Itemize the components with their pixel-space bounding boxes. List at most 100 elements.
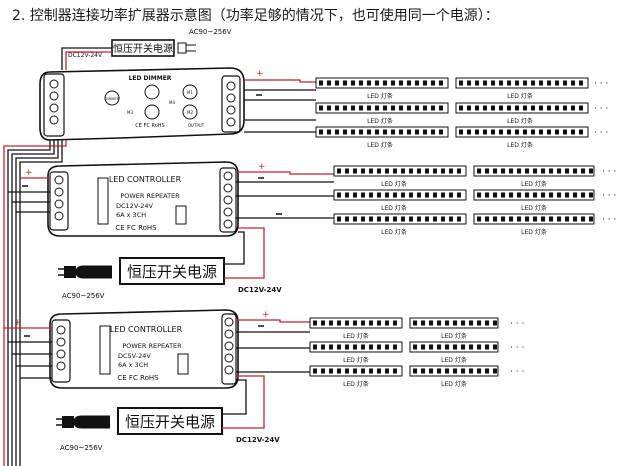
led-chip	[589, 192, 593, 198]
led-chip	[361, 168, 365, 174]
led-chip	[493, 216, 497, 222]
led-chip	[565, 192, 569, 198]
dimmer-name: LED DIMMER	[129, 75, 172, 82]
led-chip	[491, 80, 495, 86]
led-chip	[383, 105, 387, 111]
svg-text:+: +	[25, 168, 33, 178]
strip-label: LED 灯条	[343, 332, 369, 340]
led-chip	[547, 80, 551, 86]
led-chip	[335, 105, 339, 111]
led-chip	[573, 216, 577, 222]
led-chip	[353, 368, 357, 374]
led-chip	[369, 320, 373, 326]
led-chip	[539, 80, 543, 86]
led-chip	[555, 80, 559, 86]
led-chip	[485, 168, 489, 174]
led-chip	[377, 216, 381, 222]
led-dimmer: LED DIMMER DIMMER M1 M2 M3 M4 CE FC RoHS…	[39, 67, 245, 141]
led-chip	[425, 216, 429, 222]
led-chip	[467, 105, 471, 111]
led-chip	[507, 105, 511, 111]
led-chip	[361, 320, 365, 326]
led-chip	[571, 105, 575, 111]
led-chip	[407, 105, 411, 111]
led-chip	[589, 168, 593, 174]
led-chip	[327, 105, 331, 111]
led-chip	[377, 192, 381, 198]
led-chip	[393, 216, 397, 222]
dimmer-foot-right: OUTPUT	[188, 123, 205, 128]
strip-ellipsis: · · ·	[510, 367, 524, 377]
led-chip	[517, 192, 521, 198]
led-chip	[401, 216, 405, 222]
led-chip	[475, 105, 479, 111]
led-chip	[453, 368, 457, 374]
led-chip	[375, 105, 379, 111]
repeater-2-dc-label: DC12V-24V	[236, 436, 280, 444]
led-chip	[401, 192, 405, 198]
led-chip	[491, 105, 495, 111]
led-chip	[557, 192, 561, 198]
led-chip	[477, 344, 481, 350]
led-chip	[563, 80, 567, 86]
led-chip	[491, 129, 495, 135]
led-chip	[483, 129, 487, 135]
led-chip	[421, 344, 425, 350]
led-chip	[345, 192, 349, 198]
strip-group-top: · · · LED 灯条 LED 灯条 · · · LED 灯条 LED 灯条 …	[315, 77, 608, 149]
led-chip	[439, 80, 443, 86]
led-chip	[319, 80, 323, 86]
repeater-2-power-supply: 恒压开关电源 AC90~256V DC12V-24V	[56, 407, 280, 452]
led-chip	[385, 320, 389, 326]
led-chip	[581, 216, 585, 222]
led-chip	[345, 368, 349, 374]
led-chip	[515, 129, 519, 135]
led-chip	[589, 216, 593, 222]
led-chip	[441, 168, 445, 174]
led-chip	[499, 105, 503, 111]
led-chip	[313, 320, 317, 326]
led-chip	[493, 320, 497, 326]
led-chip	[533, 192, 537, 198]
power-repeater-1: LED CONTROLLER POWER REPEATER DC12V-24V …	[47, 161, 239, 237]
led-chip	[485, 368, 489, 374]
led-chip	[423, 105, 427, 111]
led-chip	[565, 168, 569, 174]
led-chip	[425, 192, 429, 198]
led-chip	[579, 129, 583, 135]
led-chip	[459, 80, 463, 86]
led-chip	[533, 168, 537, 174]
repeater-1-line1: POWER REPEATER	[120, 192, 180, 200]
led-chip	[431, 105, 435, 111]
led-chip	[571, 129, 575, 135]
led-chip	[407, 80, 411, 86]
led-chip	[337, 368, 341, 374]
led-chip	[433, 168, 437, 174]
led-chip	[421, 368, 425, 374]
led-chip	[445, 344, 449, 350]
led-chip	[345, 344, 349, 350]
repeater-2-power-label: 恒压开关电源	[125, 413, 215, 431]
led-chip	[483, 80, 487, 86]
led-chip	[547, 105, 551, 111]
led-chip	[441, 192, 445, 198]
led-chip	[501, 192, 505, 198]
dimmer-button-label: DIMMER	[105, 97, 120, 101]
strip-label: LED 灯条	[521, 228, 547, 236]
top-power-supply: 恒压开关电源 AC90~256V DC12V-24V	[68, 28, 232, 59]
repeater-1-dc-label: DC12V-24V	[238, 286, 282, 294]
led-chip	[469, 320, 473, 326]
led-chip	[359, 80, 363, 86]
led-chip	[431, 129, 435, 135]
led-chip	[353, 320, 357, 326]
led-chip	[319, 105, 323, 111]
led-chip	[517, 216, 521, 222]
led-chip	[391, 129, 395, 135]
strip-ellipsis: · · ·	[594, 104, 608, 114]
led-chip	[377, 168, 381, 174]
repeater-1-power-supply: 恒压开关电源 AC90~256V DC12V-24V	[58, 257, 282, 300]
led-chip	[329, 344, 333, 350]
led-chip	[369, 344, 373, 350]
led-chip	[441, 216, 445, 222]
